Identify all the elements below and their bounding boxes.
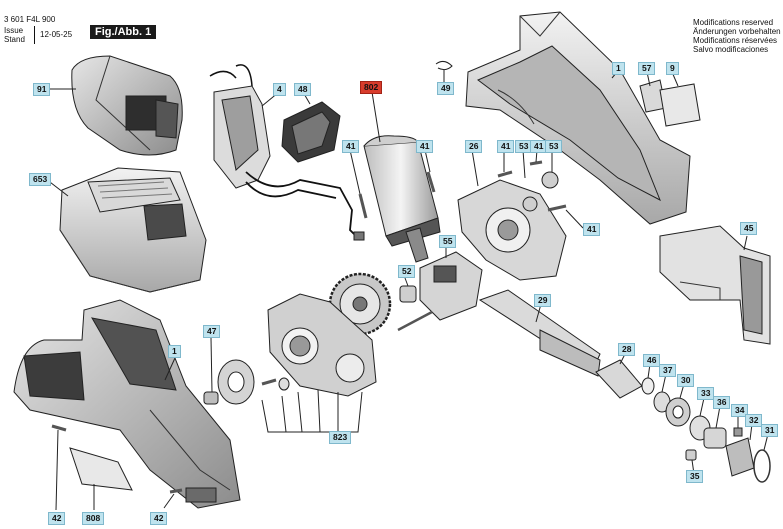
header-divider <box>34 26 35 44</box>
callout-31: 31 <box>761 424 779 437</box>
callout-53-b: 53 <box>545 140 563 153</box>
screws <box>358 171 436 219</box>
callout-37: 37 <box>659 364 677 377</box>
clip <box>435 60 453 71</box>
charger <box>59 167 207 293</box>
callout-802: 802 <box>360 81 383 94</box>
callout-1-bottom: 1 <box>168 345 181 358</box>
callout-30: 30 <box>677 374 695 387</box>
callout-52: 52 <box>398 265 416 278</box>
callout-57: 57 <box>638 62 656 75</box>
callout-808: 808 <box>82 512 105 525</box>
switch-module <box>209 64 365 241</box>
notice-line: Modifications reserved <box>693 18 774 27</box>
cover-plate <box>281 101 341 163</box>
part-number: 3 601 F4L 900 <box>4 15 56 24</box>
callout-36: 36 <box>713 396 731 409</box>
notice-line: Änderungen vorbehalten <box>693 27 781 36</box>
callout-42-right: 42 <box>150 512 168 525</box>
callout-1-top: 1 <box>612 62 625 75</box>
callout-48: 48 <box>294 83 312 96</box>
callout-32: 32 <box>745 414 763 427</box>
battery-pack <box>71 55 183 156</box>
callout-41-motor-left: 41 <box>342 140 360 153</box>
spindle-parts <box>595 359 771 483</box>
callout-9: 9 <box>666 62 679 75</box>
notice-line: Modifications réservées <box>693 36 778 45</box>
callout-41-motor-right: 41 <box>416 140 434 153</box>
gearbox-housing <box>457 179 567 281</box>
figure-label: Fig./Abb. 1 <box>90 25 157 39</box>
callout-34: 34 <box>731 404 749 417</box>
callout-47: 47 <box>203 325 221 338</box>
callout-41-gearbox-c: 41 <box>583 223 601 236</box>
fasteners <box>497 160 567 212</box>
callout-33: 33 <box>697 387 715 400</box>
housing-right <box>465 11 691 225</box>
callout-91: 91 <box>33 83 51 96</box>
stand-label: Stand <box>4 35 25 44</box>
modifications-notice: Modifications reserved Änderungen vorbeh… <box>693 18 781 54</box>
callout-4: 4 <box>273 83 286 96</box>
callout-45: 45 <box>740 222 758 235</box>
callout-35: 35 <box>686 470 704 483</box>
bearing <box>203 359 290 405</box>
callout-823: 823 <box>329 431 352 444</box>
issue-date: 12-05-25 <box>40 30 73 39</box>
notice-line: Salvo modificaciones <box>693 45 769 54</box>
callout-653: 653 <box>29 173 52 186</box>
callout-55: 55 <box>439 235 457 248</box>
gear-housing <box>267 293 377 397</box>
callout-29: 29 <box>534 294 552 307</box>
housing-left <box>13 299 241 509</box>
callout-26: 26 <box>465 140 483 153</box>
screw <box>51 424 67 432</box>
callout-49: 49 <box>437 82 455 95</box>
callout-42-left: 42 <box>48 512 66 525</box>
issue-label: Issue <box>4 26 24 35</box>
callout-46: 46 <box>643 354 661 367</box>
callout-28: 28 <box>618 343 636 356</box>
bracket <box>659 225 771 345</box>
label-plate <box>659 83 701 127</box>
callout-41-gearbox-a: 41 <box>497 140 515 153</box>
motor <box>363 135 441 263</box>
guide-block <box>419 251 483 321</box>
label-sheet <box>69 447 133 491</box>
screw <box>169 488 183 494</box>
plunger-rod <box>478 289 601 377</box>
